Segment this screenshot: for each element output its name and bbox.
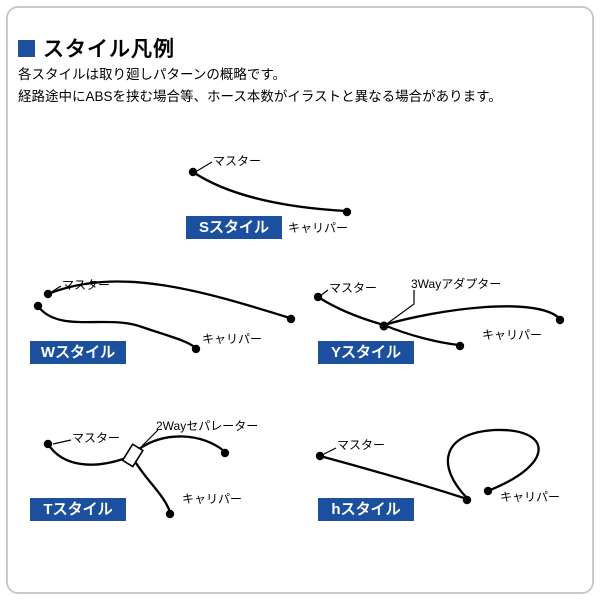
s-hose-path <box>191 170 348 213</box>
w-master-leader-line <box>49 285 62 294</box>
y-hose-branch-upper-path <box>382 305 561 327</box>
y-hose-branch-lower-path <box>382 323 461 347</box>
h-caliper-dot-upper <box>483 486 493 496</box>
t-hose-branch-upper-path <box>137 435 226 453</box>
t-separator-leader-line <box>141 429 159 447</box>
t-two-way-separator-box <box>121 443 144 468</box>
s-style-badge: Sスタイル <box>186 216 282 239</box>
y-master-dot <box>313 292 323 302</box>
t-master-leader-line <box>52 439 72 445</box>
y-caliper-dot-lower <box>455 341 465 351</box>
w-caliper-dot-right <box>286 314 296 324</box>
s-master-leader-line <box>196 161 213 172</box>
y-hose-master-path <box>316 295 386 327</box>
y-adapter-leader-line <box>387 290 415 324</box>
h-style-diagram <box>315 428 540 505</box>
h-style-badge: hスタイル <box>318 498 414 521</box>
t-master-label: マスター <box>72 431 121 445</box>
s-caliper-dot <box>342 207 352 217</box>
w-caliper-label: キャリパー <box>202 332 263 346</box>
w-caliper-dot-center <box>191 344 201 354</box>
s-master-dot <box>188 167 198 177</box>
t-hose-branch-lower-path <box>134 461 172 514</box>
t-caliper-label: キャリパー <box>182 492 243 506</box>
t-caliper-dot-lower <box>165 509 175 519</box>
y-caliper-label: キャリパー <box>482 328 543 342</box>
page-title: スタイル凡例 <box>43 38 175 61</box>
w-hose-lower-path <box>36 304 198 350</box>
t-caliper-dot-upper <box>220 448 230 458</box>
y-style-badge: Yスタイル <box>318 341 414 364</box>
s-master-label: マスター <box>213 154 262 168</box>
note-line-1: 各スタイルは取り廻しパターンの概略です。 <box>18 67 286 82</box>
y-style-diagram <box>313 289 565 351</box>
legend-header: スタイル凡例 <box>18 33 175 63</box>
y-adapter-label: 3Wayアダプター <box>411 277 502 291</box>
w-hose-upper-path <box>46 280 292 320</box>
h-caliper-dot-lower <box>462 495 472 505</box>
h-master-dot <box>315 451 325 461</box>
y-adapter-junction-dot <box>379 321 389 331</box>
h-hose-loop-path <box>446 428 540 500</box>
h-master-leader-line <box>323 447 337 455</box>
h-caliper-label: キャリパー <box>500 490 561 504</box>
w-master-dot-lower <box>33 301 43 311</box>
w-master-dot-upper <box>43 289 53 299</box>
title-square-bullet-icon <box>18 39 35 57</box>
t-separator-label: 2Wayセパレーター <box>156 419 259 433</box>
t-hose-master-path <box>46 442 128 466</box>
y-master-label: マスター <box>329 281 378 295</box>
h-hose-master-path <box>318 454 466 500</box>
t-style-badge: Tスタイル <box>30 498 126 521</box>
s-caliper-label: キャリパー <box>288 221 349 235</box>
y-caliper-dot-right <box>555 315 565 325</box>
s-style-diagram <box>188 161 352 217</box>
note-line-2: 経路途中にABSを挟む場合等、ホース本数がイラストと異なる場合があります。 <box>18 89 502 104</box>
w-master-label: マスター <box>62 278 111 292</box>
h-master-label: マスター <box>337 438 386 452</box>
t-master-dot <box>43 439 53 449</box>
w-style-diagram <box>33 280 296 354</box>
w-style-badge: Wスタイル <box>30 341 126 364</box>
t-style-diagram <box>43 429 230 519</box>
